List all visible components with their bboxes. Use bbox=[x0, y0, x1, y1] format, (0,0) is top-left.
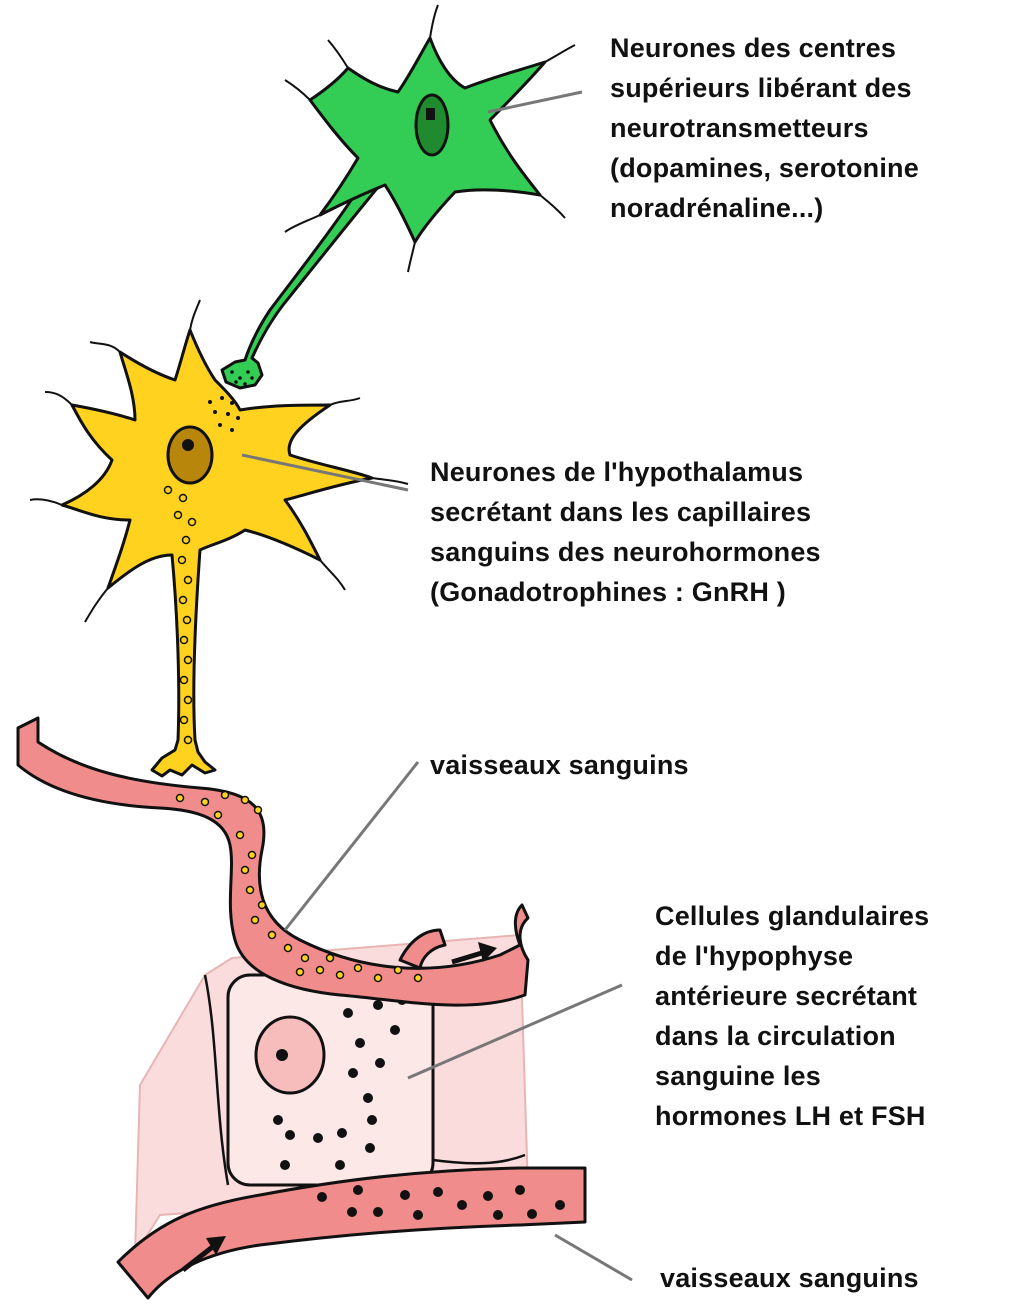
glandular-cell bbox=[228, 975, 433, 1185]
label-line: antérieure secrétant bbox=[655, 976, 929, 1016]
cell-nucleus bbox=[256, 1017, 324, 1093]
label-line: Neurones de l'hypothalamus bbox=[430, 452, 821, 492]
green-nucleolus bbox=[426, 108, 435, 120]
label-higher-centres-neurons: Neurones des centres supérieurs libérant… bbox=[610, 28, 919, 228]
hypothalamus-nucleolus bbox=[182, 439, 194, 451]
label-line: dans la circulation bbox=[655, 1016, 929, 1056]
label-line: neurotransmetteurs bbox=[610, 108, 919, 148]
label-line: de l'hypophyse bbox=[655, 936, 929, 976]
label-line: (Gonadotrophines : GnRH ) bbox=[430, 572, 821, 612]
label-line: secrétant dans les capillaires bbox=[430, 492, 821, 532]
green-axon bbox=[222, 168, 388, 388]
cell-nucleolus bbox=[276, 1049, 288, 1061]
label-hypothalamus-neurons: Neurones de l'hypothalamus secrétant dan… bbox=[430, 452, 821, 612]
label-line: hormones LH et FSH bbox=[655, 1096, 929, 1136]
label-line: vaisseaux sanguins bbox=[430, 745, 689, 785]
label-line: Cellules glandulaires bbox=[655, 896, 929, 936]
label-line: Neurones des centres bbox=[610, 28, 919, 68]
label-line: sanguins des neurohormones bbox=[430, 532, 821, 572]
label-blood-vessels-upper: vaisseaux sanguins bbox=[430, 745, 689, 785]
label-blood-vessels-lower: vaisseaux sanguins bbox=[660, 1258, 919, 1298]
label-line: noradrénaline...) bbox=[610, 188, 919, 228]
label-line: vaisseaux sanguins bbox=[660, 1258, 919, 1298]
label-line: (dopamines, serotonine bbox=[610, 148, 919, 188]
green-nucleus bbox=[416, 95, 448, 155]
label-line: sanguine les bbox=[655, 1056, 929, 1096]
label-glandular-cells: Cellules glandulaires de l'hypophyse ant… bbox=[655, 896, 929, 1136]
hypothalamus-neuron bbox=[62, 330, 372, 776]
hypothalamus-nucleus bbox=[168, 427, 212, 483]
label-line: supérieurs libérant des bbox=[610, 68, 919, 108]
